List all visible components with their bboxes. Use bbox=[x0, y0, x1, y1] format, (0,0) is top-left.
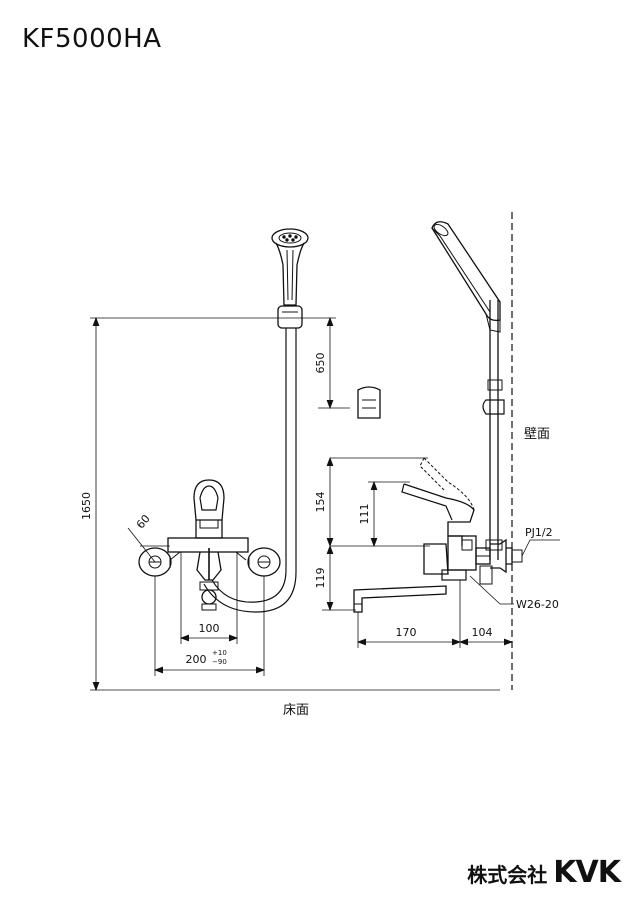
floor-label: 床面 bbox=[283, 703, 309, 718]
side-dimension-lines bbox=[322, 456, 560, 648]
dim-154: 154 bbox=[314, 492, 327, 513]
dim-119: 119 bbox=[314, 568, 327, 589]
tolerance-plus: +10 bbox=[212, 649, 227, 657]
holder-detail bbox=[357, 386, 381, 419]
model-title: KF5000HA bbox=[22, 24, 162, 54]
tolerance-minus: −90 bbox=[212, 658, 227, 666]
dim-650: 650 bbox=[314, 353, 327, 374]
faucet-body-side bbox=[353, 457, 523, 613]
faucet-body-front bbox=[167, 479, 249, 611]
dim-100: 100 bbox=[199, 622, 220, 635]
dim-200: 200 bbox=[186, 653, 207, 666]
eccentric-legs-front bbox=[138, 547, 281, 577]
slide-holder-front bbox=[277, 305, 303, 329]
w-label: W26-20 bbox=[516, 598, 559, 611]
brand-logo: 株式会社 KVK bbox=[467, 855, 621, 890]
front-dimension-lines bbox=[90, 316, 500, 692]
kvk-logo: KVK bbox=[553, 855, 621, 890]
slide-bar-side bbox=[482, 300, 505, 560]
dim-1650: 1650 bbox=[80, 492, 93, 520]
dim-111: 111 bbox=[358, 504, 371, 525]
dim-104: 104 bbox=[472, 626, 493, 639]
wall-label: 壁面 bbox=[524, 427, 550, 442]
dim-170: 170 bbox=[396, 626, 417, 639]
shower-head-side bbox=[431, 221, 501, 333]
front-view bbox=[138, 228, 309, 613]
company-prefix: 株式会社 bbox=[467, 863, 548, 887]
dim-60: 60 bbox=[134, 512, 153, 531]
pj-label: PJ1/2 bbox=[525, 526, 553, 539]
side-view bbox=[353, 212, 523, 690]
shower-head-front bbox=[271, 228, 309, 306]
